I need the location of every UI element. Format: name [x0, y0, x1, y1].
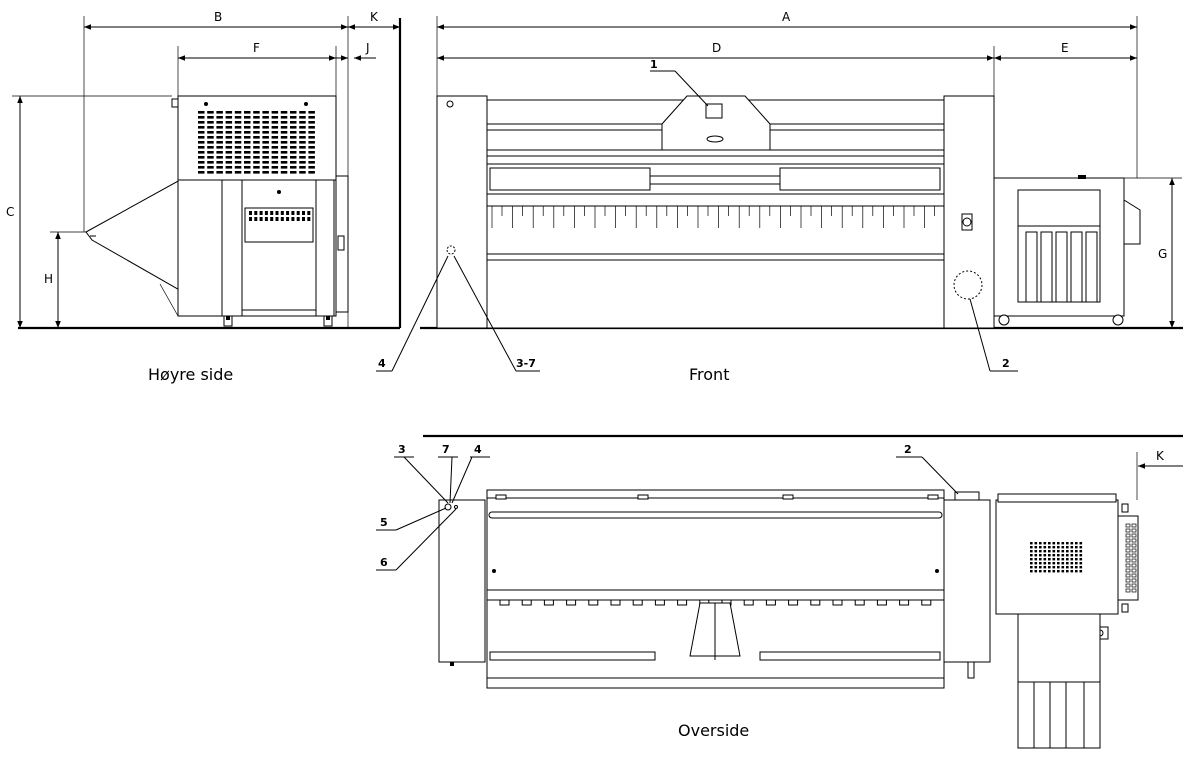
top-stacker-bin [1017, 613, 1101, 749]
dimension-g-label: G [1158, 247, 1167, 261]
side-door-panel [241, 179, 317, 311]
top-folder-unit [995, 499, 1119, 615]
dimension-k-label: K [370, 10, 379, 24]
side-vent-grille [198, 111, 315, 174]
dimension-c-label: C [6, 205, 14, 219]
dimension-j-label: J [365, 41, 370, 55]
front-left-pillar [436, 95, 488, 329]
callout-top-3: 3 [398, 443, 406, 456]
dimension-d-label: D [712, 41, 721, 55]
callout-front-4: 4 [378, 357, 386, 370]
dimension-e-label: E [1061, 41, 1069, 55]
dimension-a-label: A [782, 10, 791, 24]
callout-front-1: 1 [650, 58, 658, 71]
front-lower-panel [486, 253, 945, 329]
right-side-view-label: Høyre side [148, 365, 233, 384]
callout-front-3-7: 3-7 [516, 357, 536, 370]
callout-top-7: 7 [442, 443, 450, 456]
top-view: K [376, 434, 1183, 749]
callout-top-2: 2 [904, 443, 912, 456]
right-side-view: B K F J C H [6, 10, 402, 384]
dimension-h-label: H [44, 272, 53, 286]
callout-top-6: 6 [380, 556, 388, 569]
dimension-k-top-label: K [1156, 449, 1165, 463]
top-view-label: Overside [678, 721, 749, 740]
front-top-hood [661, 95, 771, 151]
dimension-f-label: F [253, 41, 260, 55]
top-left-pillar [438, 499, 486, 663]
callout-top-5: 5 [380, 516, 388, 529]
dimension-b-label: B [214, 10, 222, 24]
front-view-label: Front [689, 365, 729, 384]
motor-position-marker [953, 270, 983, 300]
emergency-stop-marker [446, 245, 456, 255]
front-view: A D E G [376, 10, 1183, 384]
top-right-pillar [943, 499, 991, 663]
callout-front-2: 2 [1002, 357, 1010, 370]
callout-top-4: 4 [474, 443, 482, 456]
front-right-pillar [943, 95, 995, 329]
